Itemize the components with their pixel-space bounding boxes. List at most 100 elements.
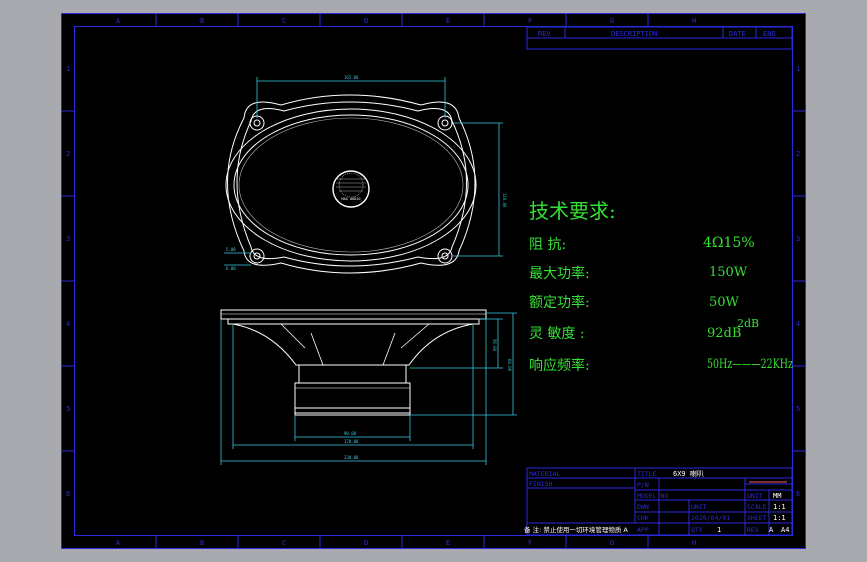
col-label-top: C [282, 17, 286, 25]
mount-hole-inner [253, 252, 261, 260]
basket-ribs [280, 323, 430, 349]
row-label-left: 1 [66, 65, 70, 73]
title-label: TITLE [637, 470, 657, 478]
dust-cap [332, 170, 370, 208]
title-value: 6X9 喇叭 [673, 469, 704, 478]
row-label-left: 3 [66, 235, 70, 243]
drawing-sheet: A B C D E F G H A B C D E F G H 1 2 3 4 … [61, 13, 806, 549]
description-header: DESCRIPTION [611, 30, 657, 38]
tech-label: 额定功率: [529, 294, 590, 311]
dim-depth-outer: 68.00 [507, 359, 512, 372]
col-label-bottom: C [282, 539, 286, 547]
dwn-label: DWN [637, 503, 649, 511]
row-label-left: 2 [66, 150, 70, 158]
row-label-right: 2 [796, 150, 800, 158]
row-label-left: 4 [66, 320, 70, 328]
zone-ticks [61, 13, 806, 549]
grille-hatch [336, 178, 366, 192]
col-label-top: E [446, 17, 450, 25]
column-labels: A B C D E F G H A B C D E F G H [116, 17, 696, 547]
tech-value: 150W [709, 265, 748, 280]
dwn-date: 2020/04/01 [691, 514, 730, 522]
tech-tolerance: 2dB [737, 317, 759, 330]
speaker-frame-outer [227, 94, 476, 274]
speaker-side-view [220, 309, 487, 416]
col-label-top: F [528, 17, 532, 25]
chk-label: CHK [637, 514, 649, 522]
qty-value: 1 [717, 526, 721, 534]
model-label: MODEL NO [637, 492, 668, 500]
mount-hole-inner [441, 252, 449, 260]
cad-drawing: A B C D E F G H A B C D E F G H 1 2 3 4 … [61, 13, 806, 549]
row-label-right: 3 [796, 235, 800, 243]
side-view-dimensions [220, 312, 517, 465]
unit-label: UNIT [691, 503, 707, 511]
tech-value: 50Hz———22KHz [707, 357, 793, 372]
tech-label: 最大功率: [529, 265, 590, 282]
dim-hole-b: 6.00 [226, 266, 236, 271]
dim-right-height: 110.00 [502, 193, 507, 208]
rev-header: REV [538, 30, 551, 38]
magnet [294, 382, 411, 414]
row-labels: 1 2 3 4 5 6 1 2 3 4 5 6 [66, 65, 800, 498]
pn-label: P/N [637, 481, 649, 489]
row-label-left: 5 [66, 405, 70, 413]
tech-label: 响应频率: [529, 357, 590, 374]
dust-cap-grille [338, 172, 364, 198]
eng-header: ENG [763, 30, 776, 38]
tech-value: 4Ω15% [703, 235, 755, 251]
row-label-left: 6 [66, 490, 70, 498]
scale-label: SCALE [747, 503, 767, 511]
date-header: DATE [729, 30, 746, 38]
speaker-flange [220, 309, 487, 320]
mount-hole-inner [253, 119, 261, 127]
logo-text: MAX AUDIO [342, 197, 361, 201]
unit-value: MM [773, 492, 781, 500]
dim-hole-a: 5.00 [226, 247, 236, 252]
dim-depth-inner: 56.00 [492, 339, 497, 352]
title-block: MATERIAL FINISH TITLE P/N MODEL NO DWN C… [524, 467, 793, 536]
col-label-bottom: B [200, 539, 204, 547]
tech-requirements: 技术要求: 阻 抗: 4Ω15% 最大功率: 150W 额定功率: 50W 灵 … [529, 199, 793, 374]
col-label-top: H [692, 17, 696, 25]
col-label-top: A [116, 17, 121, 25]
dim-overall-width: 238.00 [344, 455, 359, 460]
speaker-top-view [225, 94, 477, 274]
col-label-bottom: E [446, 539, 450, 547]
unit-caption: UNIT [747, 492, 763, 500]
row-label-right: 5 [796, 405, 800, 413]
col-label-top: G [610, 17, 614, 25]
tech-label: 灵 敏度 : [529, 326, 585, 342]
col-label-bottom: D [364, 539, 368, 547]
tech-heading: 技术要求: [529, 199, 616, 223]
mount-hole [249, 115, 265, 131]
col-label-top: B [200, 17, 204, 25]
back-plate [294, 407, 411, 416]
speaker-cone-edge [233, 114, 469, 256]
basket-outline [232, 323, 474, 366]
mount-hole [249, 248, 265, 264]
note-text: 备 注: 禁止使用一切环境管理物质 A [524, 525, 628, 534]
tech-value: 50W [709, 295, 740, 310]
size-value: A4 [781, 526, 789, 534]
revision-table: REV DESCRIPTION DATE ENG [526, 26, 793, 50]
rev-label: REV [747, 526, 759, 534]
qty-label: QTY [691, 526, 703, 534]
row-label-right: 1 [796, 65, 800, 73]
gasket [227, 318, 480, 325]
col-label-bottom: H [692, 539, 696, 547]
dim-top-width: 165.00 [344, 75, 359, 80]
app-label: APP [637, 526, 649, 534]
mount-hole [437, 248, 453, 264]
row-label-right: 4 [796, 320, 800, 328]
dim-basket-width: 170.00 [344, 439, 359, 444]
mount-hole [437, 115, 453, 131]
dim-magnet-width: 90.00 [344, 431, 357, 436]
speaker-surround [225, 108, 477, 262]
tech-label: 阻 抗: [529, 237, 566, 253]
col-label-top: D [364, 17, 368, 25]
row-label-right: 6 [796, 490, 800, 498]
col-label-bottom: F [528, 539, 532, 547]
scale-value: 1:1 [773, 503, 786, 511]
top-view-dimensions [224, 77, 503, 266]
